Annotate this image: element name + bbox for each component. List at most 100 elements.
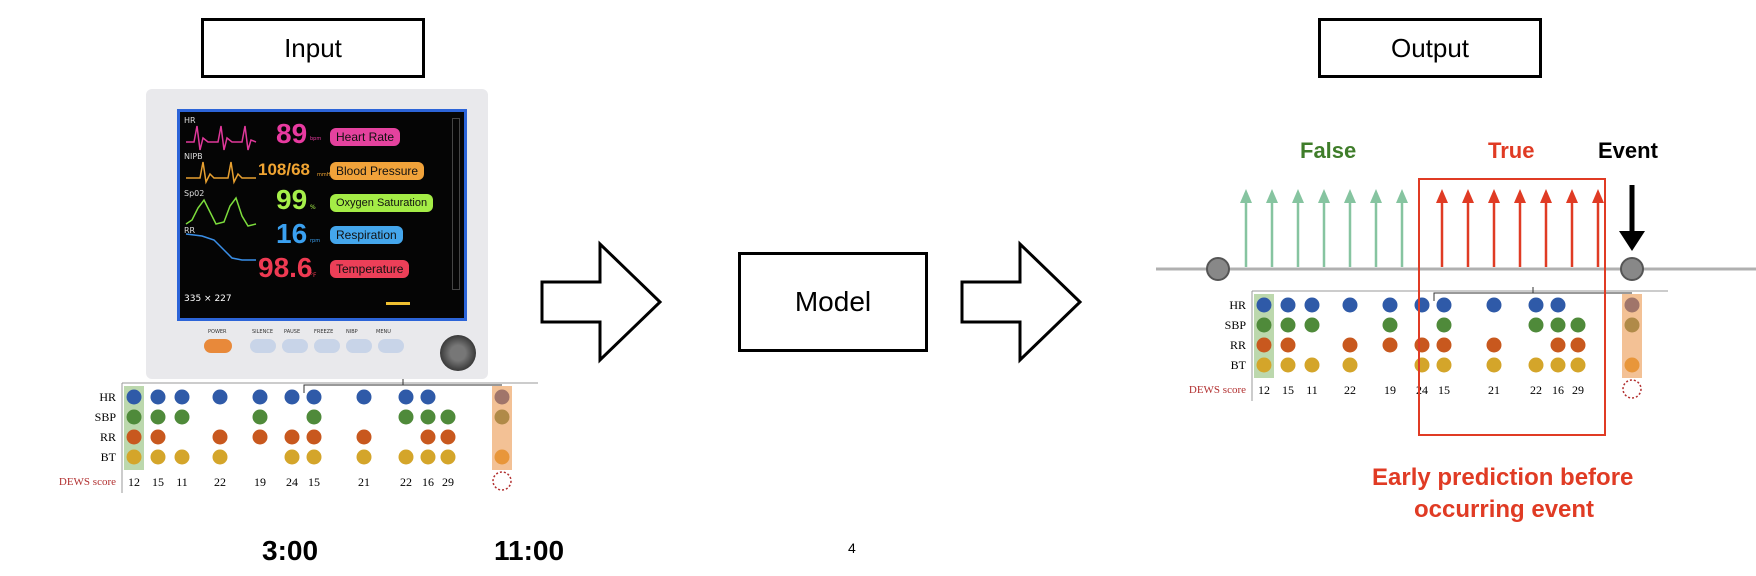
rotary-knob — [440, 335, 476, 371]
model-label: Model — [794, 286, 872, 317]
input-label: Input — [284, 32, 342, 63]
timeline-event-node — [1620, 257, 1644, 281]
dot-bt-8 — [398, 449, 414, 465]
screen-resolution: 335 × 227 — [184, 294, 232, 304]
dews-score-2: 11 — [1306, 383, 1318, 397]
dews-score-7: 21 — [358, 475, 370, 489]
eight-hour-label: 8 hours — [1514, 285, 1553, 286]
row-label-bt: BT — [1231, 358, 1247, 372]
dot-rr-9 — [1550, 337, 1566, 353]
row-label-hr: HR — [1229, 298, 1246, 312]
target-dot-bt — [1624, 357, 1640, 373]
bp-unit: mmHg — [317, 172, 334, 178]
dews-score-1: 15 — [1282, 383, 1294, 397]
dot-bt-10 — [440, 449, 456, 465]
dews-score-7: 21 — [1488, 383, 1500, 397]
time-end-label: 11:00 — [494, 535, 565, 566]
respiration-pill: Respiration — [330, 226, 403, 244]
dews-score-0: 12 — [128, 475, 140, 489]
row-label-hr: HR — [99, 390, 116, 404]
dot-hr-3 — [1342, 297, 1358, 313]
dot-rr-5 — [284, 429, 300, 445]
target-dot-sbp — [1624, 317, 1640, 333]
first-column-highlight — [1254, 294, 1274, 378]
dot-bt-3 — [212, 449, 228, 465]
dot-hr-9 — [1550, 297, 1566, 313]
dot-rr-1 — [150, 429, 166, 445]
rr-unit: rpm — [310, 238, 321, 244]
dot-sbp-6 — [1436, 317, 1452, 333]
row-label-rr: RR — [100, 430, 116, 444]
wave-label-spo2: Sp02 — [184, 189, 205, 198]
dot-hr-3 — [212, 389, 228, 405]
wave-label-rr: RR — [184, 226, 196, 235]
dot-sbp-2 — [1304, 317, 1320, 333]
dot-bt-6 — [1436, 357, 1452, 373]
dot-rr-4 — [1382, 337, 1398, 353]
true-arrow-head-2 — [1488, 189, 1500, 203]
input-to-model-arrow — [540, 240, 663, 364]
oxygen-saturation-pill: Oxygen Saturation — [330, 194, 434, 212]
dews-score-8: 22 — [1530, 383, 1542, 397]
blood-pressure-pill: Blood Pressure — [330, 162, 425, 180]
first-column-highlight — [124, 386, 144, 470]
dot-bt-2 — [1304, 357, 1320, 373]
patient-monitor-image: HR NIPB Sp02 RR 89 108/68 99 16 98.6 bpm… — [146, 89, 488, 379]
dot-hr-4 — [252, 389, 268, 405]
dot-rr-3 — [212, 429, 228, 445]
dot-rr-0 — [1256, 337, 1272, 353]
false-arrow-head-4 — [1344, 189, 1356, 203]
dot-sbp-6 — [306, 409, 322, 425]
monitor-button-row: POWER SILENCE PAUSE FREEZE NIBP MENU — [198, 329, 438, 369]
target-score-circle — [1622, 379, 1642, 399]
prediction-window-box — [1418, 178, 1606, 436]
dews-score-4: 19 — [1384, 383, 1396, 397]
dot-hr-7 — [1486, 297, 1502, 313]
nibp-button-label: NIBP — [346, 329, 358, 335]
dot-rr-3 — [1342, 337, 1358, 353]
dot-bt-8 — [1528, 357, 1544, 373]
true-arrow-head-1 — [1462, 189, 1474, 203]
dot-bt-1 — [1280, 357, 1296, 373]
spo2-value: 99 — [276, 184, 308, 215]
dot-hr-5 — [284, 389, 300, 405]
time-start-label: 3:00 — [262, 535, 319, 566]
rr-value: 16 — [276, 218, 308, 249]
wave-label-nipb: NIPB — [184, 152, 203, 161]
true-arrow-head-3 — [1514, 189, 1526, 203]
eight-hour-label: 8 hours — [384, 377, 423, 378]
true-label: True — [1488, 138, 1535, 163]
true-arrow-head-6 — [1592, 189, 1604, 203]
menu-button — [378, 339, 404, 353]
dot-bt-9 — [1550, 357, 1566, 373]
dot-rr-0 — [126, 429, 142, 445]
dot-hr-7 — [356, 389, 372, 405]
output-label-box: Output — [1318, 18, 1542, 78]
dot-hr-9 — [420, 389, 436, 405]
dot-sbp-10 — [440, 409, 456, 425]
dot-hr-6 — [1436, 297, 1452, 313]
target-dot-hr — [1624, 297, 1640, 313]
row-label-sbp: SBP — [95, 410, 117, 424]
silence-button — [250, 339, 276, 353]
eight-hour-brace — [1433, 287, 1632, 301]
dot-hr-2 — [1304, 297, 1320, 313]
dot-sbp-10 — [1570, 317, 1586, 333]
dot-sbp-2 — [174, 409, 190, 425]
dot-bt-0 — [126, 449, 142, 465]
hr-unit: bpm — [310, 136, 322, 142]
dews-score-3: 22 — [214, 475, 226, 489]
false-arrow-head-2 — [1292, 189, 1304, 203]
dews-score-3: 22 — [1344, 383, 1356, 397]
dot-hr-1 — [150, 389, 166, 405]
dews-score-2: 11 — [176, 475, 188, 489]
dot-rr-6 — [1436, 337, 1452, 353]
freeze-button — [314, 339, 340, 353]
dot-rr-9 — [420, 429, 436, 445]
dews-score-9: 16 — [422, 475, 434, 489]
event-arrow-head — [1619, 231, 1645, 251]
dews-table-input: 8 hoursHRSBPRRBTDEWS score12151122192415… — [59, 377, 538, 493]
dews-score-6: 15 — [308, 475, 320, 489]
dews-score-6: 15 — [1438, 383, 1450, 397]
dot-sbp-0 — [1256, 317, 1272, 333]
